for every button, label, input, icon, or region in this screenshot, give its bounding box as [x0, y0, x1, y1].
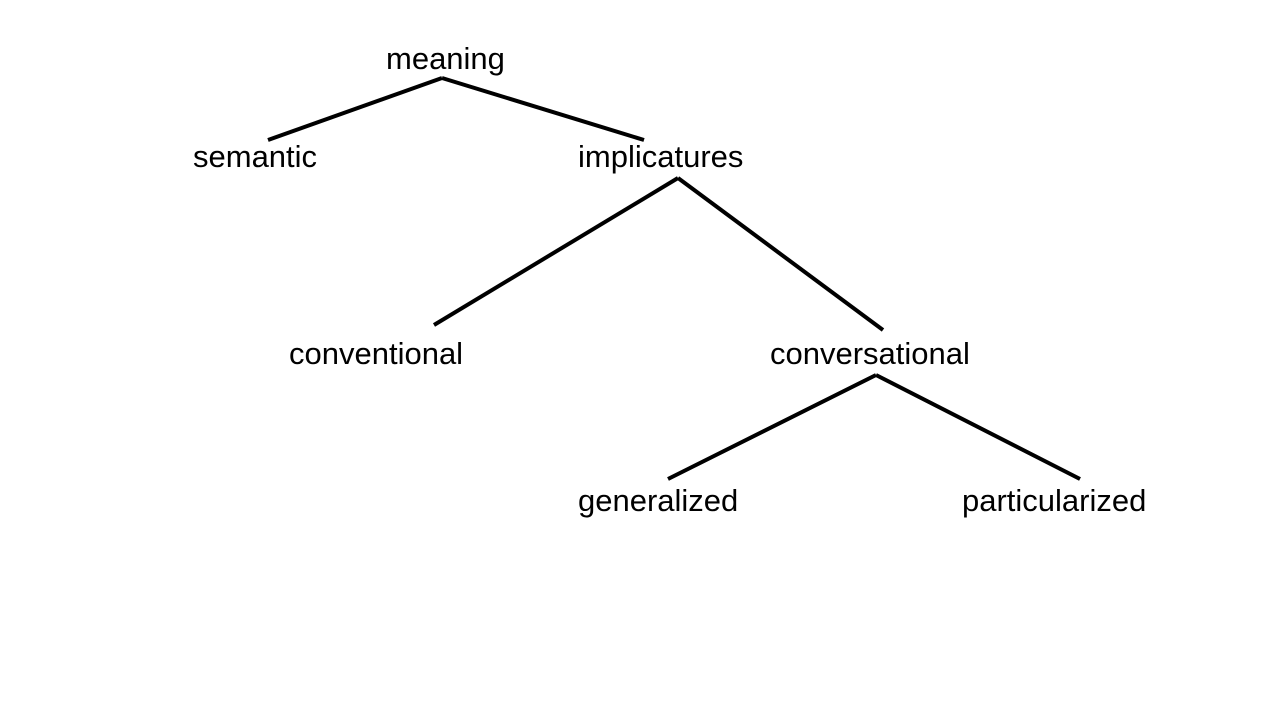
node-conversational: conversational — [770, 336, 970, 371]
node-meaning: meaning — [386, 41, 505, 76]
node-implicatures: implicatures — [578, 139, 744, 174]
node-semantic: semantic — [193, 139, 318, 174]
node-particularized: particularized — [962, 483, 1147, 518]
edge-meaning-semantic — [267, 76, 443, 142]
edge-meaning-implicatures — [441, 76, 645, 142]
edge-conversational-particularized — [875, 373, 1081, 481]
edge-conversational-generalized — [667, 373, 877, 481]
node-conventional: conventional — [289, 336, 464, 371]
edge-implicatures-conventional — [432, 176, 680, 327]
node-generalized: generalized — [578, 483, 739, 518]
edge-implicatures-conversational — [676, 176, 885, 332]
